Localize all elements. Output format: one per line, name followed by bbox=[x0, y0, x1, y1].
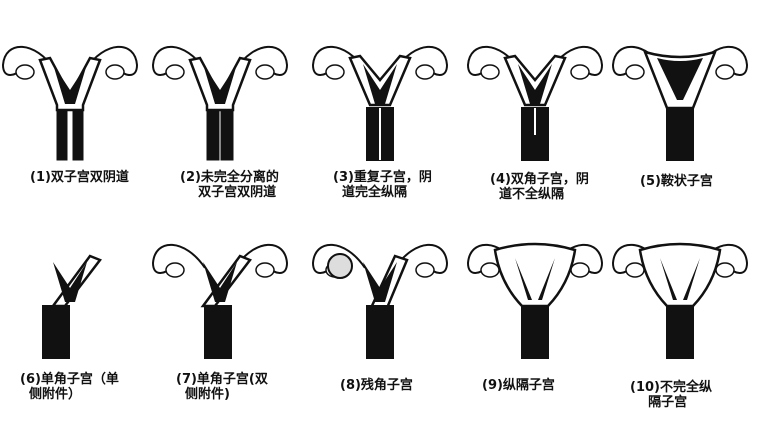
right-ovary bbox=[255, 262, 275, 278]
uterus-figure-1 bbox=[0, 30, 145, 165]
left-ovary bbox=[325, 64, 345, 80]
right-fallopian-tube bbox=[234, 45, 289, 76]
vagina bbox=[666, 107, 694, 161]
right-fallopian-tube bbox=[394, 243, 449, 274]
uterine-cavity bbox=[657, 58, 703, 100]
right-ovary bbox=[415, 262, 435, 278]
right-ovary bbox=[570, 262, 590, 278]
uterus-figure-9 bbox=[460, 228, 610, 363]
right-ovary bbox=[715, 262, 735, 278]
uterus-figure-3 bbox=[305, 30, 455, 165]
vagina bbox=[366, 305, 394, 359]
right-cavity bbox=[538, 258, 555, 300]
uterus-figure-4 bbox=[460, 30, 610, 165]
vagina bbox=[666, 305, 694, 359]
right-vagina bbox=[72, 109, 84, 161]
uterus-drawing bbox=[151, 45, 289, 161]
right-ovary bbox=[255, 64, 275, 80]
uterine-body bbox=[493, 242, 577, 308]
uterus-drawing bbox=[611, 242, 749, 359]
uterus-drawing bbox=[466, 242, 604, 359]
figure-caption-4: (4)双角子宫，阴 道不全纵隔 bbox=[490, 172, 589, 202]
uterus-figure-7 bbox=[145, 228, 295, 363]
uterus-drawing bbox=[311, 243, 449, 359]
uterine-cavity bbox=[203, 64, 237, 104]
uterine-cavity bbox=[53, 64, 87, 104]
left-ovary bbox=[165, 64, 185, 80]
left-ovary bbox=[165, 262, 185, 278]
figure-caption-5: (5)鞍状子宫 bbox=[640, 174, 713, 189]
left-fallopian-tube bbox=[1, 45, 56, 76]
figure-caption-2: (2)未完全分离的 双子宫双阴道 bbox=[180, 170, 279, 200]
left-ovary bbox=[625, 64, 645, 80]
right-ovary bbox=[570, 64, 590, 80]
uterus-figure-8 bbox=[305, 228, 455, 363]
uterine-cavity bbox=[53, 262, 87, 302]
right-ovary bbox=[715, 64, 735, 80]
figure-caption-6: (6)单角子宫（单 侧附件） bbox=[20, 372, 119, 402]
uterine-cavity bbox=[363, 64, 397, 104]
right-ovary bbox=[415, 64, 435, 80]
left-fallopian-tube bbox=[311, 45, 366, 76]
uterine-cavity bbox=[203, 262, 237, 302]
figure-caption-3: (3)重复子宫，阴 道完全纵隔 bbox=[333, 170, 432, 200]
uterus-drawing bbox=[311, 45, 449, 161]
right-fallopian-tube bbox=[234, 243, 289, 274]
left-ovary bbox=[15, 64, 35, 80]
left-fallopian-tube bbox=[151, 45, 206, 76]
left-ovary bbox=[480, 262, 500, 278]
left-fallopian-tube bbox=[311, 243, 366, 274]
vagina bbox=[204, 305, 232, 359]
figure-caption-7: (7)单角子宫(双 侧附件) bbox=[176, 372, 268, 402]
uterus-drawing bbox=[466, 45, 604, 161]
uterus-drawing bbox=[611, 45, 749, 161]
right-fallopian-tube bbox=[549, 45, 604, 76]
left-cavity bbox=[515, 258, 532, 300]
left-vagina bbox=[206, 109, 220, 161]
figure-caption-10: (10)不完全纵 隔子宫 bbox=[630, 380, 712, 410]
right-fallopian-tube bbox=[394, 45, 449, 76]
figure-caption-8: (8)残角子宫 bbox=[340, 378, 413, 393]
right-vagina bbox=[220, 109, 234, 161]
uterus-figure-5 bbox=[605, 30, 755, 165]
uterus-drawing bbox=[151, 243, 289, 359]
uterus-figure-2 bbox=[145, 30, 295, 165]
left-fallopian-tube bbox=[466, 45, 521, 76]
uterus-figure-10 bbox=[605, 228, 755, 363]
left-vagina bbox=[56, 109, 68, 161]
right-cavity bbox=[683, 258, 700, 300]
right-fallopian-tube bbox=[84, 45, 139, 76]
vagina bbox=[42, 305, 70, 359]
uterine-cavity bbox=[363, 262, 397, 302]
uterine-cavity bbox=[518, 64, 552, 104]
uterine-body bbox=[638, 242, 722, 308]
right-ovary bbox=[105, 64, 125, 80]
vagina bbox=[521, 305, 549, 359]
uterus-drawing bbox=[1, 45, 139, 161]
uterus-figure-6 bbox=[0, 228, 145, 363]
rudimentary-horn bbox=[327, 253, 353, 279]
uterus-drawing bbox=[42, 254, 102, 359]
figure-caption-9: (9)纵隔子宫 bbox=[482, 378, 555, 393]
figure-caption-1: (1)双子宫双阴道 bbox=[30, 170, 129, 185]
left-ovary bbox=[480, 64, 500, 80]
left-cavity bbox=[660, 258, 677, 300]
left-ovary bbox=[625, 262, 645, 278]
left-fallopian-tube bbox=[151, 243, 206, 274]
